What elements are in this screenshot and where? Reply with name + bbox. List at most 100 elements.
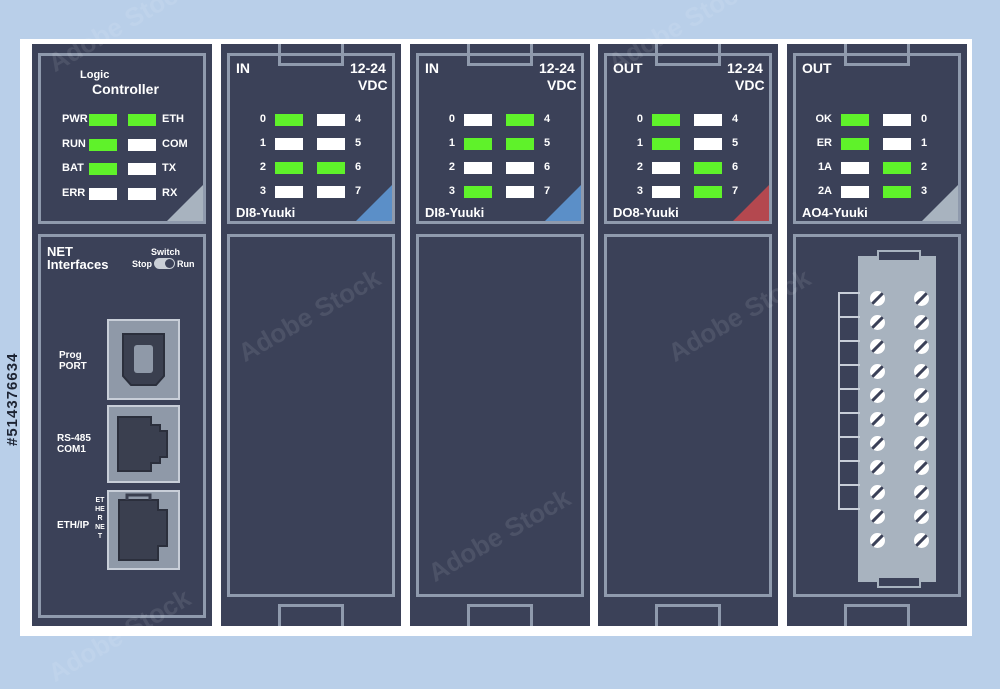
terminal-screw (870, 315, 885, 331)
terminal-wire (838, 340, 860, 342)
channel-label: 4 (544, 113, 551, 125)
bottom-rail-notch (844, 604, 910, 626)
channel-label: 5 (355, 137, 362, 149)
terminal-wire (838, 412, 860, 414)
rj45-port-icon (117, 416, 168, 472)
led-label-bat: BAT (62, 162, 84, 174)
channel-label: 4 (732, 113, 739, 125)
module-name: DO8-Yuuki (613, 205, 679, 220)
channel-led (694, 186, 722, 198)
toggle-knob (165, 259, 174, 268)
terminal-screw (870, 460, 885, 476)
channel-label: 0 (448, 113, 455, 125)
terminal-screw (870, 387, 885, 403)
channel-led (841, 162, 869, 174)
module-face-panel (793, 234, 961, 597)
stop-run-toggle[interactable] (154, 258, 175, 269)
channel-label: 1 (448, 137, 455, 149)
bottom-rail-notch (467, 604, 533, 626)
module-name: AO4-Yuuki (802, 205, 868, 220)
channel-label: 5 (544, 137, 551, 149)
net-title-line2: Interfaces (47, 257, 109, 272)
module-corner-marker (356, 185, 392, 221)
status-corner-marker (167, 185, 203, 221)
channel-led (464, 138, 492, 150)
channel-label: 5 (732, 137, 739, 149)
led-eth (128, 114, 156, 126)
led-label-com: COM (162, 138, 188, 150)
channel-label: 1A (817, 161, 832, 173)
led-pwr (89, 114, 117, 126)
channel-label: 2 (259, 161, 266, 173)
module-name: DI8-Yuuki (425, 205, 485, 220)
channel-label: 4 (355, 113, 362, 125)
module-face-panel (416, 234, 584, 597)
voltage-line2: VDC (547, 77, 577, 93)
terminal-screw (870, 291, 885, 306)
channel-led (317, 138, 345, 150)
terminal-screw (914, 436, 929, 452)
terminal-screw (914, 315, 929, 331)
channel-label: 3 (636, 185, 643, 197)
module-type: IN (425, 60, 439, 76)
terminal-screw (914, 363, 929, 379)
channel-label: 2A (817, 185, 832, 197)
channel-led (652, 138, 680, 150)
channel-led (464, 114, 492, 126)
channel-label: ER (816, 137, 832, 149)
rs485-label-1: RS-485 (57, 433, 91, 444)
channel-label: 3 (259, 185, 266, 197)
channel-label: 2 (636, 161, 643, 173)
channel-label: 2 (448, 161, 455, 173)
terminal-wire (838, 508, 860, 510)
terminal-wire (838, 484, 860, 486)
voltage-line1: 12-24 (727, 60, 763, 76)
channel-led (652, 114, 680, 126)
channel-led (841, 138, 869, 150)
module-face-panel (227, 234, 395, 597)
rs485-port[interactable] (107, 405, 180, 483)
ethernet-vertical-label: ETHERNET (95, 497, 105, 540)
module-name: DI8-Yuuki (236, 205, 296, 220)
channel-led (841, 114, 869, 126)
channel-label: 6 (355, 161, 362, 173)
terminal-screw (870, 339, 885, 355)
channel-label: 0 (259, 113, 266, 125)
channel-label: 3 (448, 185, 455, 197)
channel-label: 1 (259, 137, 266, 149)
prog-port-label-1: Prog (59, 350, 82, 361)
switch-run-label: Run (177, 259, 195, 269)
module-type: OUT (613, 60, 643, 76)
bottom-rail-notch (655, 604, 721, 626)
led-label-pwr: PWR (62, 113, 88, 125)
ethip-label: ETH/IP (57, 520, 90, 531)
channel-led (652, 162, 680, 174)
usb-b-port-icon (122, 333, 165, 386)
led-err (89, 188, 117, 200)
channel-led (506, 138, 534, 150)
channel-led (883, 138, 911, 150)
ethernet-port[interactable] (107, 490, 180, 570)
terminal-screw (914, 533, 929, 548)
led-label-eth: ETH (162, 113, 184, 125)
terminal-screw (870, 533, 885, 548)
channel-label: 0 (921, 113, 928, 125)
prog-port[interactable] (107, 319, 180, 400)
terminal-screw (914, 508, 929, 524)
channel-led (883, 162, 911, 174)
channel-led (883, 186, 911, 198)
channel-led (275, 114, 303, 126)
terminal-screw (914, 460, 929, 476)
terminal-wire (838, 388, 860, 390)
module-corner-marker (922, 185, 958, 221)
terminal-wire-bus (838, 292, 840, 510)
terminal-block-top-latch (877, 250, 921, 260)
channel-led (841, 186, 869, 198)
led-label-err: ERR (62, 187, 86, 199)
